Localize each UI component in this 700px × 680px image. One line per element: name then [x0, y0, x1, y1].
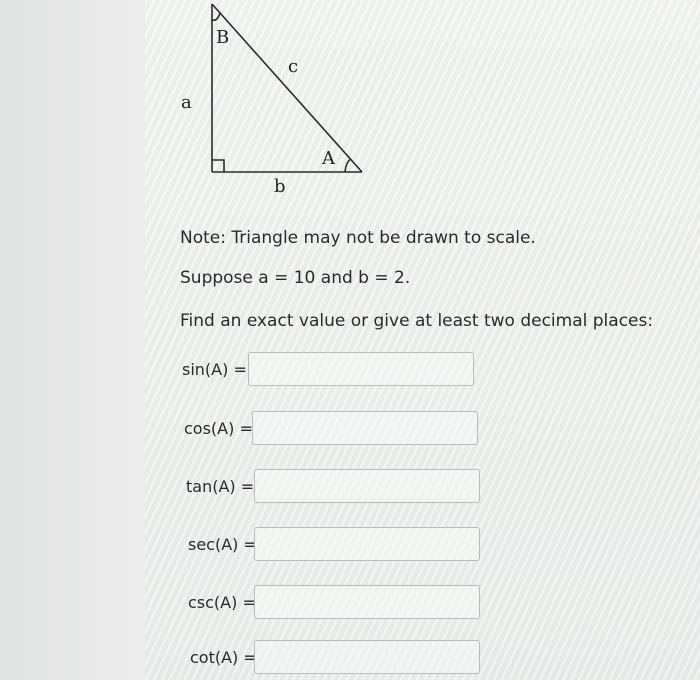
cos-input[interactable] [252, 411, 478, 445]
sin-label: sin(A) = [182, 360, 247, 379]
cot-input[interactable] [254, 640, 480, 674]
tan-input[interactable] [254, 469, 480, 503]
side-c-label: c [288, 56, 299, 77]
side-a-label: a [181, 92, 192, 113]
vertex-b-label: B [216, 27, 230, 48]
vertex-a-label: A [322, 148, 335, 169]
csc-input[interactable] [254, 585, 480, 619]
side-c-line [211, 3, 363, 173]
csc-label: csc(A) = [188, 593, 256, 612]
sec-input[interactable] [254, 527, 480, 561]
given-values: Suppose a = 10 and b = 2. [180, 268, 411, 288]
cot-label: cot(A) = [190, 648, 257, 667]
right-angle-marker [212, 159, 225, 172]
cos-label: cos(A) = [184, 419, 253, 438]
side-b-label: b [274, 176, 286, 197]
right-triangle-diagram [211, 3, 363, 173]
scale-note: Note: Triangle may not be drawn to scale… [180, 228, 536, 248]
angle-b-arc [211, 12, 221, 22]
left-margin [0, 0, 145, 680]
angle-a-arc [344, 158, 352, 173]
sin-input[interactable] [248, 352, 474, 386]
sec-label: sec(A) = [188, 535, 257, 554]
question-panel [145, 0, 700, 680]
instruction-text: Find an exact value or give at least two… [180, 311, 654, 331]
tan-label: tan(A) = [186, 477, 255, 496]
